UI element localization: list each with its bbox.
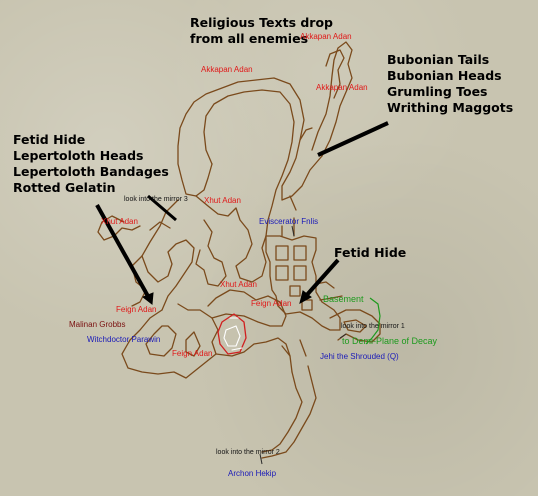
npc-label-akkapan-adan: Akkapan Adan [316, 83, 368, 92]
wall-northeast-spur-inner [325, 49, 345, 99]
wall-south-corridor [261, 365, 317, 459]
annotation-left-drops: Fetid Hide Lepertoloth Heads Lepertoloth… [13, 132, 169, 196]
wall-west-caves-top [141, 199, 195, 311]
wall-southwest-chamber-inner [145, 325, 177, 357]
wall-central-tower-grid-a [275, 245, 307, 261]
annotation-line: from all enemies [190, 31, 309, 46]
zone-connector-line [365, 297, 381, 345]
arrow-fetid-hide [303, 258, 340, 299]
npc-label-archon-hekip: Archon Hekip [228, 469, 277, 478]
annotation-line: Lepertoloth Heads [13, 148, 144, 163]
annotation-line: Bubonian Tails [387, 52, 490, 67]
npc-label-akkapan-adan: Akkapan Adan [201, 65, 253, 74]
annotation-line: Writhing Maggots [387, 100, 514, 115]
landmark-label-mirror-1: look into the mirror 1 [341, 323, 405, 330]
annotation-line: Religious Texts drop [190, 15, 334, 30]
arrow-bubonian [317, 121, 389, 157]
wall-central-tower-link [281, 217, 295, 237]
wall-south-passage [215, 337, 293, 373]
npc-label-jehi: Jehi the Shrouded (Q) [320, 352, 399, 361]
npc-label-xhut-adan: Xhut Adan [204, 196, 241, 205]
wall-northeast-spur [311, 41, 353, 157]
npc-label-feign-adan: Feign Adan [251, 299, 292, 308]
wall-west-caves-3 [195, 219, 227, 287]
landmark-label-mirror-3: look into the mirror 3 [124, 196, 188, 203]
annotation-line: Fetid Hide [13, 132, 86, 147]
annotation-line: Rotted Gelatin [13, 180, 116, 195]
arrow-xhut-door [147, 194, 177, 222]
wall-north-loop-east [289, 127, 313, 211]
landmark-label-mirror-2: look into the mirror 2 [216, 449, 280, 456]
wall-central-tower-outer [265, 235, 341, 331]
wall-south-passage-inner [207, 289, 287, 327]
wall-central-tower-grid-c [289, 285, 313, 311]
arrowhead-fetid-hide [299, 290, 312, 304]
arrow-left-drops [95, 204, 151, 299]
npc-label-akkapan-adan: Akkapan Adan [300, 32, 352, 41]
annotation-line: Grumling Toes [387, 84, 488, 99]
wall-east-corridor-inner [343, 319, 367, 333]
wall-north-loop-outer [177, 77, 323, 201]
arrowhead-left-drops [142, 292, 154, 305]
npc-label-witchdoctor-parawin: Witchdoctor Parawin [87, 335, 161, 344]
npc-label-feign-adan: Feign Adan [116, 305, 157, 314]
npc-label-eviscerator-fnlis: Eviscerator Fnlis [259, 217, 319, 226]
annotation-fetid-hide: Fetid Hide [334, 245, 407, 260]
annotation-bubonian-drops: Bubonian Tails Bubonian Heads Grumling T… [387, 52, 513, 116]
npc-label-xhut-adan: Xhut Adan [101, 217, 138, 226]
wall-south-corridor-west [281, 339, 307, 357]
annotation-line: Lepertoloth Bandages [13, 164, 169, 179]
npc-label-xhut-adan: Xhut Adan [220, 280, 257, 289]
wall-xhut-nook [97, 215, 141, 241]
annotation-religious-texts: Religious Texts drop from all enemies [190, 15, 333, 47]
wall-southwest-chamber-east [185, 331, 201, 357]
wall-marked-room [217, 313, 247, 355]
zone-label-demi-plane: to Demi-Plane of Decay [342, 336, 438, 346]
wall-marked-room-inner [223, 317, 243, 351]
npc-label-malinan-grobbs: Malinan Grobbs [69, 320, 126, 329]
npc-label-feign-adan: Feign Adan [172, 349, 213, 358]
annotation-line: Bubonian Heads [387, 68, 502, 83]
wall-north-loop-inner [203, 89, 295, 237]
wall-east-corridor [329, 309, 381, 343]
wall-central-tower-grid-b [275, 265, 307, 281]
zone-label-basement: Basement [323, 294, 364, 304]
wall-west-caves-2 [195, 195, 267, 283]
